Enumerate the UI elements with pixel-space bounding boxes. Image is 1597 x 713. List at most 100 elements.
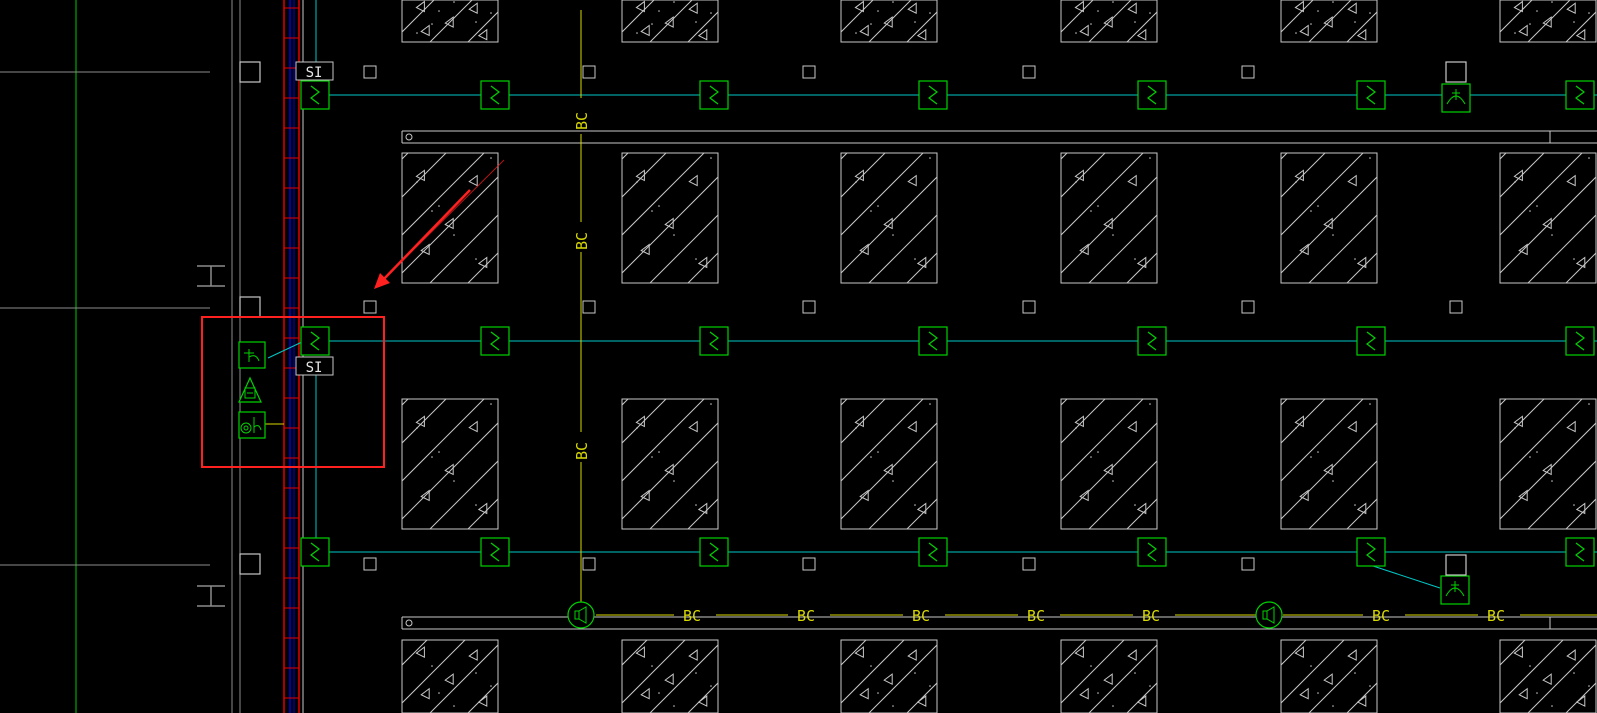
- square-marker: [1449, 300, 1463, 314]
- square-marker: [1241, 300, 1255, 314]
- square-marker-large: [239, 61, 261, 83]
- zigzag-switch-icon[interactable]: [300, 537, 330, 567]
- zigzag-switch-icon[interactable]: [1565, 80, 1595, 110]
- square-marker: [363, 300, 377, 314]
- zigzag-switch-icon[interactable]: [699, 326, 729, 356]
- hatched-column: [840, 152, 938, 284]
- bc-cable-vertical: BC BC BC: [573, 10, 591, 602]
- zigzag-switch-icon[interactable]: [300, 80, 330, 110]
- square-marker: [1241, 557, 1255, 571]
- zigzag-switch-icon[interactable]: [1356, 537, 1386, 567]
- bc-cable-label: BC: [683, 607, 701, 625]
- arrow-head: [374, 273, 390, 289]
- hatched-column: [1280, 0, 1378, 43]
- hatched-column: [840, 0, 938, 43]
- hatched-column: [401, 0, 499, 43]
- cyan-branch: [267, 341, 303, 359]
- triangle-device-icon[interactable]: [238, 376, 262, 403]
- zigzag-switch-icon[interactable]: [480, 326, 510, 356]
- zigzag-switch-icon[interactable]: [480, 537, 510, 567]
- speaker-horn-icon[interactable]: [1255, 601, 1283, 629]
- square-marker: [802, 65, 816, 79]
- zigzag-switch-icon[interactable]: [1137, 326, 1167, 356]
- hatched-column: [1060, 398, 1158, 530]
- zigzag-switch-icon[interactable]: [1356, 80, 1386, 110]
- hatched-column: [1280, 639, 1378, 713]
- hatched-column: [1499, 152, 1597, 284]
- zigzag-switch-icon[interactable]: [1565, 537, 1595, 567]
- zigzag-switch-icon[interactable]: [1137, 80, 1167, 110]
- hatched-column: [1060, 152, 1158, 284]
- red-wall-ticks: [284, 7, 299, 699]
- square-marker: [363, 557, 377, 571]
- hatched-column: [401, 398, 499, 530]
- cyan-branch: [1369, 564, 1441, 589]
- bc-cable-label: BC: [797, 607, 815, 625]
- square-marker: [582, 65, 596, 79]
- arrow-shaft-bold: [381, 189, 471, 282]
- pendant-detector-icon[interactable]: [1440, 575, 1470, 605]
- sprinkler-tag-label: SI: [306, 65, 323, 81]
- square-marker: [582, 300, 596, 314]
- beam-band-lower: [401, 616, 1597, 630]
- zigzag-switch-icon[interactable]: [300, 326, 330, 356]
- square-marker: [1022, 65, 1036, 79]
- hatched-column: [1499, 639, 1597, 713]
- bc-cable-label: BC: [1142, 607, 1160, 625]
- hatched-column: [1280, 398, 1378, 530]
- hatched-columns: [401, 0, 1597, 713]
- speaker-horn-icon[interactable]: [567, 601, 595, 629]
- square-marker: [363, 65, 377, 79]
- hatched-column: [401, 152, 499, 284]
- square-marker: [1022, 557, 1036, 571]
- zigzag-switch-icon[interactable]: [480, 80, 510, 110]
- square-marker-large: [1445, 61, 1467, 83]
- bc-cable-label: BC: [573, 442, 591, 460]
- square-marker-large: [239, 553, 261, 575]
- hatched-column: [401, 639, 499, 713]
- bc-cable-horizontal: BC BC BC BC BC BC BC: [596, 607, 1597, 625]
- zigzag-switch-icon[interactable]: [918, 537, 948, 567]
- sprinkler-tag[interactable]: SI: [295, 61, 334, 81]
- pendant-detector-icon[interactable]: [1441, 83, 1471, 113]
- hatched-column: [1060, 639, 1158, 713]
- pendant-small-icon[interactable]: [238, 341, 266, 369]
- hatched-column: [621, 152, 719, 284]
- bc-cable-label: BC: [1487, 607, 1505, 625]
- bc-cable-label: BC: [1372, 607, 1390, 625]
- square-marker: [582, 557, 596, 571]
- annotation-highlight: [201, 159, 505, 468]
- beam-band-upper: [401, 130, 1597, 144]
- hatched-column: [840, 639, 938, 713]
- hatched-column: [1499, 398, 1597, 530]
- bc-cable-label: BC: [912, 607, 930, 625]
- square-markers: [239, 61, 1463, 575]
- hatched-column: [1280, 152, 1378, 284]
- zigzag-switch-icon[interactable]: [918, 80, 948, 110]
- hatched-column: [621, 0, 719, 43]
- zigzag-switch-icon[interactable]: [699, 537, 729, 567]
- square-marker: [802, 557, 816, 571]
- highlight-box: [201, 316, 385, 468]
- hatched-column: [1060, 0, 1158, 43]
- hatched-column: [840, 398, 938, 530]
- zigzag-switch-icon[interactable]: [1565, 326, 1595, 356]
- camera-lens-icon[interactable]: [238, 411, 266, 439]
- zigzag-switch-icon[interactable]: [1356, 326, 1386, 356]
- zigzag-switch-icon[interactable]: [1137, 537, 1167, 567]
- square-marker: [802, 300, 816, 314]
- zigzag-switch-icon[interactable]: [918, 326, 948, 356]
- pipe-devices: [300, 80, 1595, 567]
- sprinkler-tag-label: SI: [306, 360, 323, 376]
- bc-cable-label: BC: [573, 112, 591, 130]
- sprinkler-tag[interactable]: SI: [295, 356, 334, 376]
- hatched-column: [1499, 0, 1597, 43]
- square-marker: [1241, 65, 1255, 79]
- zigzag-switch-icon[interactable]: [699, 80, 729, 110]
- bc-cable-label: BC: [573, 232, 591, 250]
- hatched-column: [621, 398, 719, 530]
- i-beam-icon: [197, 265, 225, 287]
- square-marker: [1022, 300, 1036, 314]
